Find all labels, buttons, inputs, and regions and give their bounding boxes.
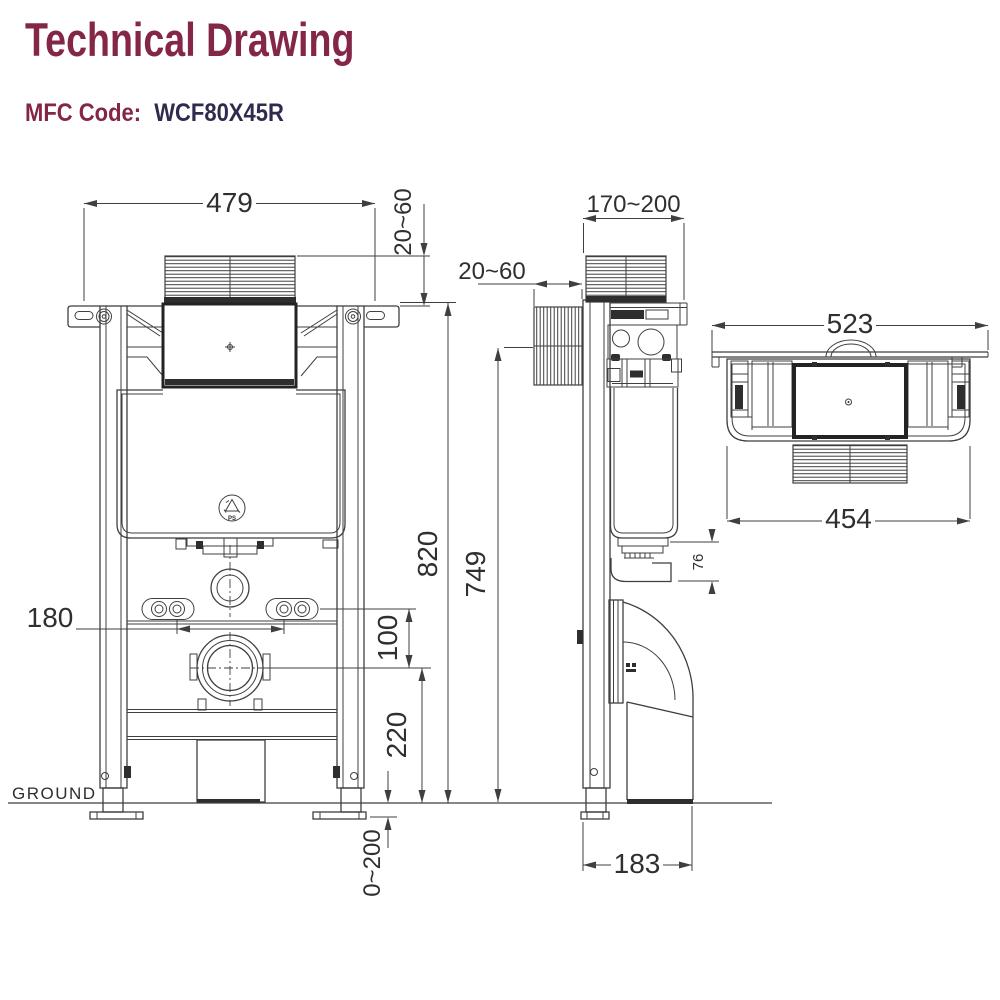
top-view: [711, 339, 989, 484]
side-flush-outlet: [610, 537, 672, 583]
dim-top-frame-width: 454: [726, 446, 971, 534]
side-valve-box: [607, 324, 678, 361]
dim-front-frame-height: 820: [400, 302, 456, 803]
front-frame-rails: [99, 305, 365, 789]
dim-label-top-bracket-width: 523: [827, 308, 874, 339]
dim-label-front-width: 479: [206, 187, 253, 218]
dim-label-top-frame-width: 454: [825, 503, 872, 534]
side-drain-elbow: [608, 599, 694, 804]
dim-side-depth: 170~200: [583, 191, 685, 300]
dim-label-side-plate-depth: 20~60: [458, 258, 525, 285]
top-flush-plate-window: [792, 362, 908, 440]
top-housing: [726, 358, 971, 442]
front-pan-fixings: [141, 598, 319, 620]
dim-label-side-plate-center-height: 749: [460, 551, 491, 598]
dim-top-bracket-width: 523: [711, 308, 989, 350]
front-drain-box: [127, 709, 337, 803]
side-frame-rail: [577, 299, 611, 820]
ground-label: GROUND: [12, 784, 97, 803]
dim-side-plate-depth: 20~60: [458, 258, 583, 306]
dim-front-fixing-spacing: 180: [27, 602, 285, 634]
front-tank-shoulders: [126, 309, 338, 377]
front-wall-brackets: [67, 305, 400, 328]
dim-front-plate-offset: 20~60: [297, 188, 430, 307]
recycle-symbol: PS: [218, 494, 246, 522]
dim-label-side-outlet-offset: 76: [690, 554, 707, 571]
dim-side-plate-center-height: 749: [460, 347, 533, 802]
dim-label-side-depth: 170~200: [586, 191, 680, 218]
front-water-inlet: [210, 568, 250, 608]
mfc-code-line: MFC Code: WCF80X45R: [25, 99, 284, 128]
top-side-compartments: [751, 360, 949, 428]
front-drain-outlet: [189, 632, 271, 711]
dim-front-fixing-to-drain: 100: [266, 608, 431, 669]
dim-label-front-plate-offset: 20~60: [390, 188, 417, 255]
page-title: Technical Drawing: [25, 13, 355, 66]
top-flush-plate-housing: [792, 444, 908, 484]
dim-side-outlet-offset: 76: [670, 529, 719, 594]
mfc-code-value: WCF80X45R: [154, 99, 284, 127]
side-bracket-arm: [610, 302, 688, 326]
dim-front-drain-to-ground: 220: [381, 668, 426, 803]
dim-label-side-base-depth: 183: [614, 848, 661, 879]
front-legs: [89, 766, 367, 820]
recycle-label: PS: [228, 516, 236, 522]
mfc-code-label: MFC Code:: [25, 99, 142, 127]
dim-label-front-fixing-to-drain: 100: [372, 615, 403, 662]
dim-front-width: 479: [83, 187, 376, 301]
top-rail-blocks: [730, 360, 970, 430]
dim-label-front-frame-height: 820: [412, 531, 443, 578]
front-crossbar: [127, 620, 337, 625]
dim-front-leg-adjust: 0~200: [359, 771, 397, 897]
side-tank-profile: [609, 388, 679, 539]
front-valve-fitting: [175, 537, 339, 558]
header: Technical Drawing: [25, 12, 437, 67]
top-bracket-bar: [711, 339, 989, 368]
dim-label-front-leg-adjust: 0~200: [359, 829, 386, 896]
front-view: PS: [67, 255, 400, 820]
dim-side-base-depth: 183: [582, 806, 693, 879]
front-flush-plate-housing: [161, 255, 298, 389]
side-view: [533, 255, 694, 820]
side-flush-plate-housing: [533, 255, 667, 386]
dim-label-front-fixing-spacing: 180: [27, 602, 74, 633]
dim-label-front-drain-to-ground: 220: [381, 712, 412, 759]
side-mechanism-block: [606, 358, 682, 388]
